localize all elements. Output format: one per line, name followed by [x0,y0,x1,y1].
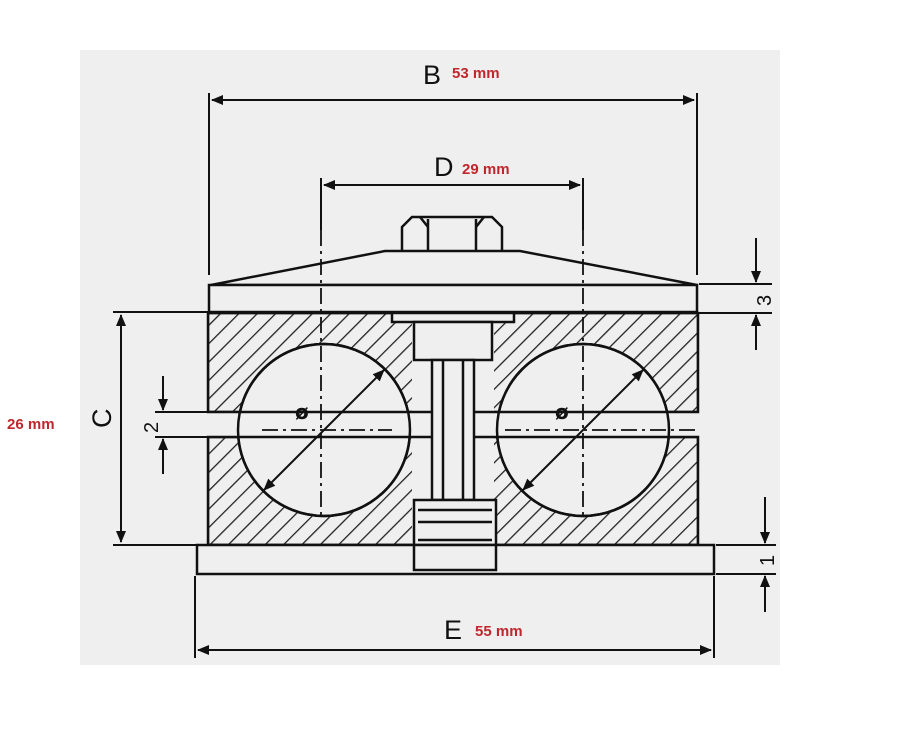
dimension-d-letter: D [434,152,454,182]
dimension-b-value: 53 mm [452,65,500,82]
dimension-c [113,311,208,546]
base-plate [195,543,716,576]
dimension-c-letter: C [87,409,117,429]
dimension-d-value: 29 mm [462,161,510,178]
dimension-gap [155,376,207,474]
dimension-c-value: 26 mm [7,416,55,433]
dimension-cover-plate [699,238,772,350]
right-bore [495,342,671,518]
dimension-e-value: 55 mm [475,623,523,640]
dimension-base-plate-letter: 1 [757,555,779,566]
dimension-base-plate [716,497,776,612]
dimension-d [320,178,584,230]
dimension-e [194,576,715,658]
dimension-gap-letter: 2 [141,422,163,433]
hex-nut [400,215,504,251]
left-bore [236,342,412,518]
cover-plate [207,249,699,314]
dimension-cover-plate-letter: 3 [754,295,776,306]
right-bore-diameter-symbol: ø [555,400,569,424]
dimension-b-letter: B [423,60,441,90]
dimension-e-letter: E [444,615,462,645]
diameter-lines [263,369,644,491]
left-bore-diameter-symbol: ø [295,400,309,424]
dimension-b [208,93,698,275]
